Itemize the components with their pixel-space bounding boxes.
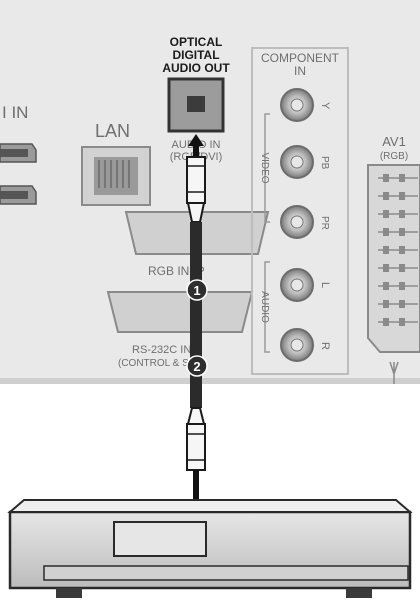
hdmi-label: I IN xyxy=(2,103,28,122)
optical-label-3: AUDIO OUT xyxy=(162,61,230,75)
cable-line xyxy=(190,222,202,408)
lan-section: LAN xyxy=(81,121,151,206)
hdmi-port-1[interactable] xyxy=(0,143,37,163)
jack-label-pr: PR xyxy=(319,216,330,230)
jack-r[interactable] xyxy=(280,328,314,362)
component-label-1: COMPONENT xyxy=(261,51,340,65)
audio-bracket xyxy=(264,261,270,353)
antenna-icon xyxy=(389,361,399,384)
video-bracket xyxy=(264,113,270,223)
device-foot-right xyxy=(346,588,372,598)
optical-section: OPTICAL DIGITAL AUDIO OUT AUDIO IN (RGB/… xyxy=(162,35,230,163)
rs232-label-1: RS-232C IN xyxy=(132,344,191,356)
optical-label-2: DIGITAL xyxy=(172,48,219,62)
audio-device xyxy=(7,499,413,598)
jack-label-y: Y xyxy=(319,102,331,110)
jack-label-r: R xyxy=(319,342,331,350)
up-arrow-icon xyxy=(188,134,204,146)
jack-l[interactable] xyxy=(280,268,314,302)
step-badge-1: 1 xyxy=(186,279,208,301)
component-section: COMPONENT IN VIDEO AUDIO Y PB PR L xyxy=(251,47,349,375)
device-input-panel xyxy=(113,521,207,557)
step-badge-1-number: 1 xyxy=(193,283,200,298)
component-frame xyxy=(251,47,349,375)
jack-pb[interactable] xyxy=(280,145,314,179)
video-label: VIDEO xyxy=(259,152,270,183)
jack-label-l: L xyxy=(319,282,331,288)
device-foot-left xyxy=(56,588,82,598)
lan-port[interactable] xyxy=(81,146,151,206)
component-label-2: IN xyxy=(294,64,306,78)
scart-port[interactable] xyxy=(367,164,420,353)
rs232-label-2: (CONTROL & SE xyxy=(118,358,196,369)
hdmi-port-2[interactable] xyxy=(0,185,37,205)
step-badge-2-number: 2 xyxy=(193,359,200,374)
audio-label: AUDIO xyxy=(259,291,270,323)
hdmi-section: I IN xyxy=(0,103,37,205)
av1-label-2: (RGB) xyxy=(380,151,408,162)
optical-port[interactable] xyxy=(167,77,225,133)
lower-plug xyxy=(186,423,206,471)
jack-label-pb: PB xyxy=(319,156,330,170)
step-badge-2: 2 xyxy=(186,355,208,377)
av1-label-1: AV1 xyxy=(382,134,406,149)
av1-section: AV1 (RGB) xyxy=(367,134,420,384)
lan-label: LAN xyxy=(95,121,130,141)
upper-plug xyxy=(186,156,206,204)
jack-y[interactable] xyxy=(280,88,314,122)
optical-label-1: OPTICAL xyxy=(170,35,223,49)
device-front-strip xyxy=(43,565,409,581)
jack-pr[interactable] xyxy=(280,205,314,239)
rs232-port[interactable] xyxy=(106,291,254,333)
